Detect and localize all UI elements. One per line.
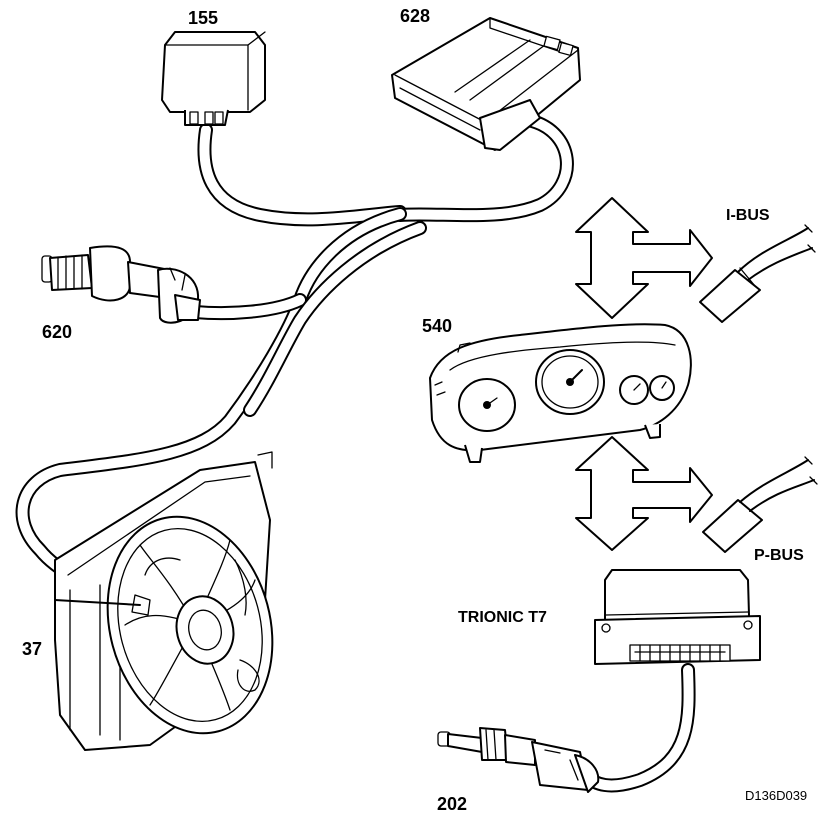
label-pbus: P-BUS bbox=[754, 547, 804, 564]
label-155: 155 bbox=[188, 8, 218, 28]
label-37: 37 bbox=[22, 639, 42, 659]
label-628: 628 bbox=[400, 6, 430, 26]
label-trionic-t7: TRIONIC T7 bbox=[458, 609, 547, 626]
fan-37 bbox=[54, 451, 274, 751]
label-540: 540 bbox=[422, 316, 452, 336]
wire-harness bbox=[15, 113, 574, 612]
label-ibus: I-BUS bbox=[726, 207, 770, 224]
relay-155 bbox=[161, 31, 266, 126]
diagram-reference: D136D039 bbox=[745, 788, 807, 803]
instrument-cluster-540 bbox=[429, 323, 692, 463]
module-628 bbox=[391, 17, 581, 151]
bus-arrows bbox=[575, 197, 713, 551]
ibus-cable bbox=[699, 224, 816, 323]
pbus-cable bbox=[702, 456, 818, 553]
label-202: 202 bbox=[437, 794, 467, 814]
sensor-620 bbox=[41, 245, 201, 324]
temp-sensor-202 bbox=[437, 727, 600, 793]
label-620: 620 bbox=[42, 322, 72, 342]
trionic-t7-ecu bbox=[578, 569, 761, 793]
